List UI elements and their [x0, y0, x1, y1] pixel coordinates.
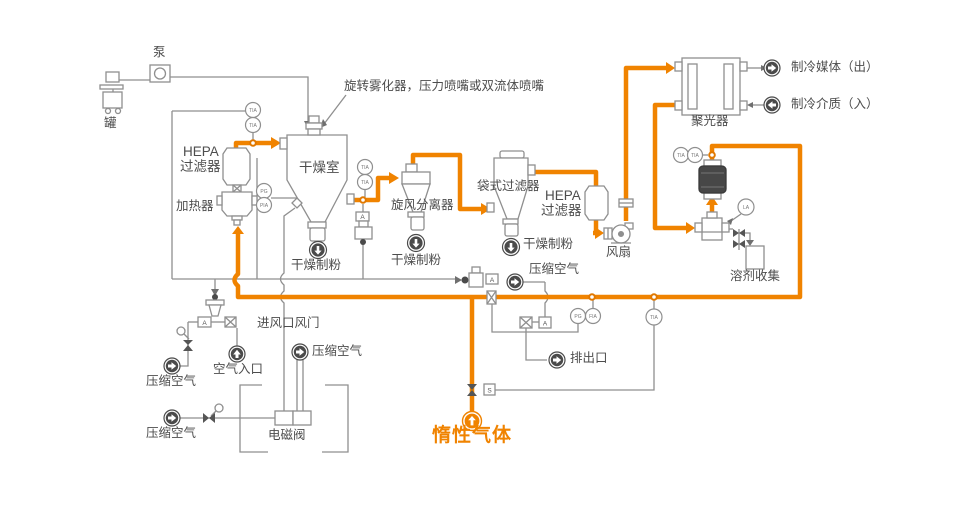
manual-valves: [183, 229, 745, 423]
compressed-air-label-4: 压缩空气: [529, 262, 580, 276]
box-a-4: A: [543, 321, 548, 328]
discharge-control: [519, 316, 552, 329]
inlet-damper-label: 进风口风门: [257, 316, 320, 330]
condenser: [674, 57, 748, 116]
air-inlet-icon: [228, 345, 246, 363]
dry-powder-icon-3: [501, 237, 521, 257]
tag-tia-1: TIA: [249, 108, 257, 114]
dry-powder-icon-1: [308, 240, 328, 260]
tag-la: LA: [743, 205, 750, 211]
compressed-air-icon-3: [291, 343, 309, 361]
box-a-3: A: [490, 277, 495, 284]
solenoid-valve: [274, 410, 312, 426]
compressed-air-icon-2: [163, 409, 181, 427]
coolant-in-icon: [763, 96, 781, 114]
air-inlet-label: 空气入口: [213, 362, 264, 376]
box-a-2: A: [202, 320, 207, 327]
bag-filter-label: 袋式过滤器: [477, 179, 540, 193]
tag-tia-7: TIA: [650, 315, 658, 321]
compressed-air-icon-4: [506, 273, 524, 291]
heater-label: 加热器: [176, 199, 214, 213]
coolant-in-label: 制冷介质（入）: [791, 97, 879, 111]
hepa-filter-1: [222, 147, 251, 193]
chamber-discharge-valve: [354, 211, 373, 245]
box-s: S: [487, 388, 492, 395]
compressed-air-label-1: 压缩空气: [146, 374, 197, 388]
tag-tia-2: TIA: [249, 123, 257, 129]
heater: [216, 191, 258, 226]
instrument-tags: TIA TIA PG PIA TIA TIA TIA TIA LA PG FIA…: [202, 108, 749, 395]
equipment: [99, 57, 765, 426]
condenser-label: 聚光器: [691, 114, 729, 128]
pipe-junction-dots: [249, 139, 716, 301]
solenoid-valve-label: 电磁阀: [268, 428, 306, 442]
tag-fia: FIA: [589, 314, 597, 320]
solvent-tank: [745, 245, 765, 270]
dry-powder-icon-2: [406, 233, 426, 253]
grey-pipes: [119, 67, 764, 453]
tag-tia-3: TIA: [361, 165, 369, 171]
pressure-gauge-2: [214, 403, 224, 413]
bag-filter: [486, 150, 536, 237]
coolant-out-label: 制冷媒体（出）: [791, 60, 879, 74]
orange-arrowheads: [232, 62, 718, 239]
fan-label: 风扇: [606, 245, 632, 259]
dry-powder-label-2: 干燥制粉: [391, 253, 442, 267]
tank-label: 罐: [104, 116, 117, 130]
discharge-outlet-icon: [548, 351, 566, 369]
tag-tia-4: TIA: [361, 180, 369, 186]
hepa-filter-2: [584, 185, 609, 221]
cyclone-separator: [401, 163, 431, 231]
chamber-label: 干燥室: [299, 160, 340, 175]
hepa2-label-line1: HEPA: [545, 188, 581, 203]
dry-powder-label-1: 干燥制粉: [291, 258, 342, 272]
pump: [149, 64, 171, 83]
discharge-label: 排出口: [570, 351, 608, 365]
powder-return-valve: [461, 266, 499, 305]
compressed-air-label-3: 压缩空气: [312, 344, 363, 358]
compressed-air-label-2: 压缩空气: [146, 426, 197, 440]
hepa1-label-line2: 过滤器: [180, 159, 221, 174]
tag-tia-6: TIA: [691, 153, 699, 159]
instruments: [244, 101, 755, 326]
condensate-drum: [698, 159, 727, 200]
tag-pg-2: PG: [574, 314, 581, 320]
orange-pipes: [232, 65, 803, 411]
pump-label: 泵: [153, 45, 166, 59]
tag-pg-1: PG: [260, 189, 267, 195]
coolant-out-icon: [763, 59, 781, 77]
compressed-air-icon-1: [163, 357, 181, 375]
inert-line-box: [483, 383, 496, 396]
fan: [603, 198, 634, 244]
cyclone-label: 旋风分离器: [391, 198, 454, 212]
vapor-separator: [694, 211, 730, 241]
pressure-gauge-1: [176, 326, 186, 336]
solvent-collect-label: 溶剂收集: [730, 269, 781, 283]
hepa1-label-line1: HEPA: [183, 144, 219, 159]
tag-pia: PIA: [260, 203, 269, 209]
box-a-1: A: [360, 214, 365, 221]
inlet-damper-valve: [197, 294, 237, 328]
dry-powder-label-3: 干燥制粉: [523, 237, 574, 251]
tag-tia-5: TIA: [677, 153, 685, 159]
hepa2-label-line2: 过滤器: [541, 203, 582, 218]
inert-gas-label: 惰性气体: [432, 425, 513, 446]
atomizer-note: 旋转雾化器，压力喷嘴或双流体喷嘴: [344, 79, 545, 93]
feed-tank: [99, 71, 124, 115]
drying-chamber: [279, 115, 355, 242]
